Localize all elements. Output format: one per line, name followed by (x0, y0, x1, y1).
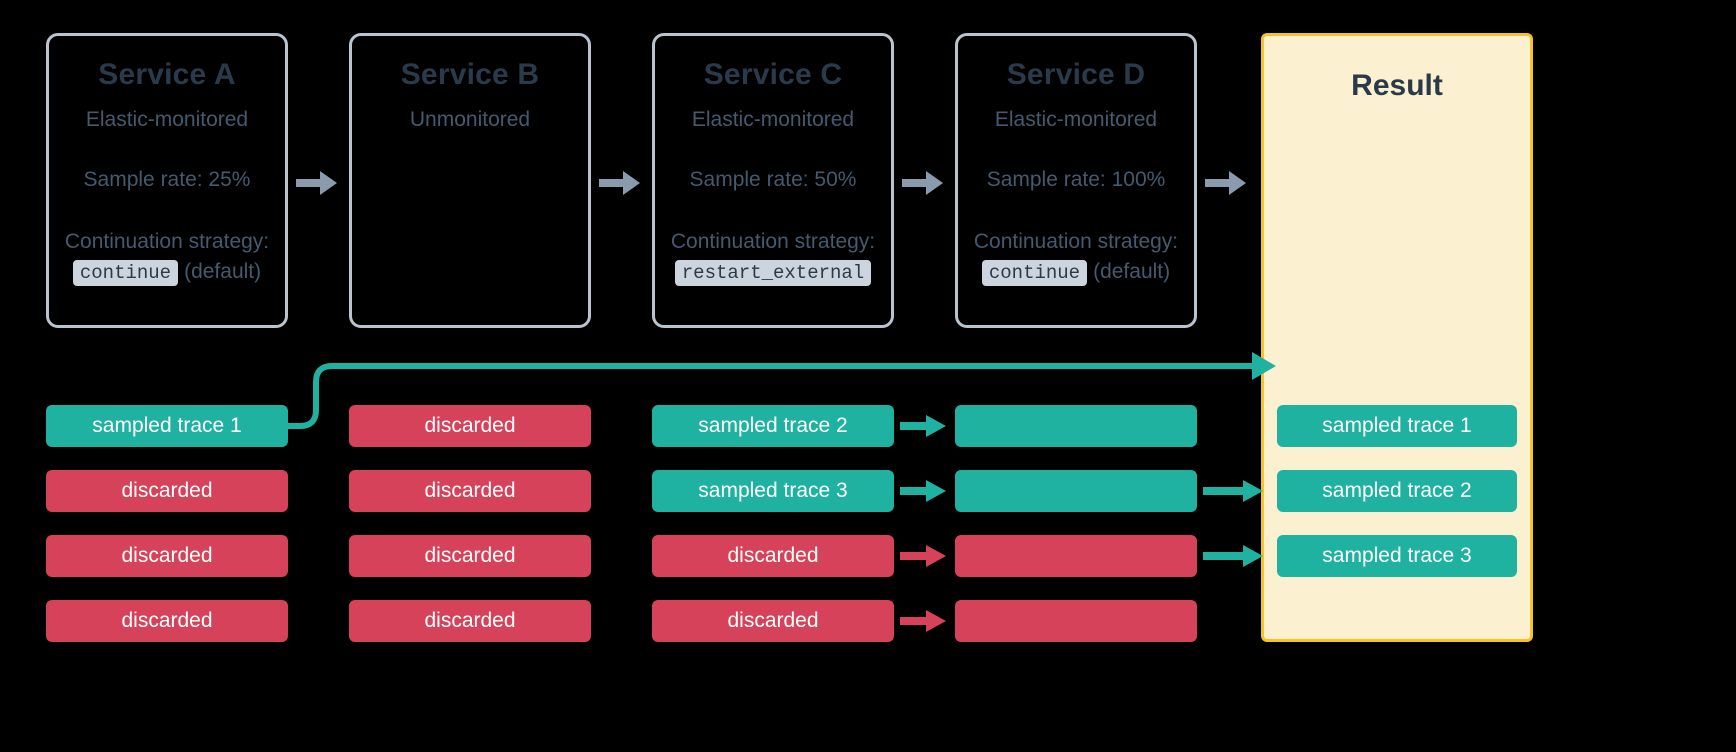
service-c-continuation-code: restart_external (674, 259, 872, 286)
arrow-c4-to-d4-icon (900, 608, 948, 634)
service-d-continuation-value: continue (default) (958, 259, 1194, 286)
trace-bar-b-2: discarded (349, 470, 591, 512)
arrow-b-to-c-icon (599, 168, 641, 198)
trace-bar-b-1: discarded (349, 405, 591, 447)
trace-bar-d-1 (955, 405, 1197, 447)
arrow-c-to-d-icon (902, 168, 944, 198)
service-b-monitoring: Unmonitored (409, 108, 531, 131)
trace-bar-d-3 (955, 535, 1197, 577)
service-d-continuation-label: Continuation strategy: (973, 230, 1179, 253)
arrow-d2-to-result-icon (1203, 478, 1265, 504)
trace-bar-c-3: discarded (652, 535, 894, 577)
arrow-d3-to-result-icon (1203, 543, 1265, 569)
trace-bar-c-4: discarded (652, 600, 894, 642)
service-d-continuation-note: (default) (1093, 259, 1171, 283)
trace-bar-b-3: discarded (349, 535, 591, 577)
arrow-c1-to-d1-icon (900, 413, 948, 439)
service-b-title: Service B (400, 58, 540, 91)
service-a-continuation-code: continue (72, 259, 179, 286)
service-a-monitoring: Elastic-monitored (85, 108, 249, 131)
trace-bar-a-2: discarded (46, 470, 288, 512)
trace-bar-b-4: discarded (349, 600, 591, 642)
arrow-a-to-b-icon (296, 168, 338, 198)
service-d-continuation-code: continue (981, 259, 1088, 286)
sampled-trace-1-connector (283, 352, 1276, 429)
service-a-title: Service A (98, 58, 236, 91)
service-c-title: Service C (703, 58, 843, 91)
service-a-sample-rate: Sample rate: 25% (83, 168, 251, 191)
arrow-d-to-result-icon (1205, 168, 1247, 198)
service-c-monitoring: Elastic-monitored (691, 108, 855, 131)
trace-bar-c-2: sampled trace 3 (652, 470, 894, 512)
trace-bar-d-2 (955, 470, 1197, 512)
service-box-d: Service D Elastic-monitored Sample rate:… (955, 33, 1197, 328)
service-a-continuation-value: continue (default) (49, 259, 285, 286)
trace-bar-c-1: sampled trace 2 (652, 405, 894, 447)
trace-bar-a-3: discarded (46, 535, 288, 577)
service-c-continuation-label: Continuation strategy: (670, 230, 876, 253)
result-trace-bar-2: sampled trace 2 (1277, 470, 1517, 512)
service-box-a: Service A Elastic-monitored Sample rate:… (46, 33, 288, 328)
trace-bar-d-4 (955, 600, 1197, 642)
arrow-c3-to-d3-icon (900, 543, 948, 569)
result-trace-bar-3: sampled trace 3 (1277, 535, 1517, 577)
service-d-sample-rate: Sample rate: 100% (986, 168, 1166, 191)
result-title: Result (1351, 69, 1443, 102)
trace-bar-a-1: sampled trace 1 (46, 405, 288, 447)
result-trace-bar-1: sampled trace 1 (1277, 405, 1517, 447)
trace-bar-a-4: discarded (46, 600, 288, 642)
arrow-c2-to-d2-icon (900, 478, 948, 504)
service-box-c: Service C Elastic-monitored Sample rate:… (652, 33, 894, 328)
service-d-monitoring: Elastic-monitored (994, 108, 1158, 131)
service-box-b: Service B Unmonitored (349, 33, 591, 328)
service-a-continuation-label: Continuation strategy: (64, 230, 270, 253)
service-d-title: Service D (1006, 58, 1146, 91)
service-c-continuation-value: restart_external (655, 259, 891, 286)
service-c-sample-rate: Sample rate: 50% (689, 168, 857, 191)
service-a-continuation-note: (default) (184, 259, 262, 283)
